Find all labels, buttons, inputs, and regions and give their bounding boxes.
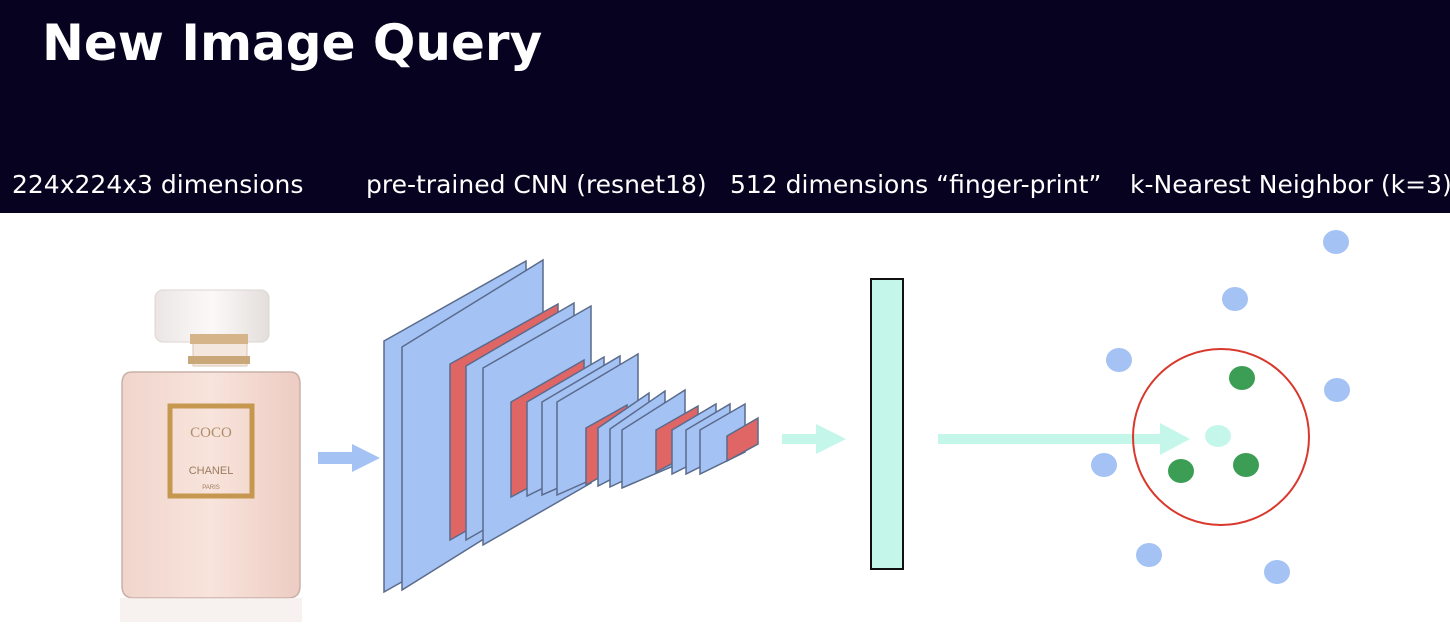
dataset-point <box>1106 348 1132 372</box>
nearest-neighbor-point <box>1168 459 1194 483</box>
dataset-point <box>1264 560 1290 584</box>
knn-radius-circle <box>1132 348 1310 526</box>
fingerprint-to-query-arrow <box>938 423 1190 455</box>
nearest-neighbor-point <box>1229 366 1255 390</box>
input-arrow <box>318 444 380 472</box>
fingerprint-vector <box>870 278 904 570</box>
dataset-point <box>1136 543 1162 567</box>
title-bar: New Image Query 224x224x3 dimensions pre… <box>0 0 1450 213</box>
nearest-neighbor-point <box>1233 453 1259 477</box>
knn-scatter <box>1091 230 1350 584</box>
cnn-label: pre-trained CNN (resnet18) <box>366 170 707 199</box>
perfume-bottle-image: COCO CHANEL PARIS <box>120 289 302 622</box>
perfume-label-chanel: CHANEL <box>189 465 234 477</box>
cnn-layers <box>383 258 759 594</box>
dataset-point <box>1222 287 1248 311</box>
dataset-point <box>1091 453 1117 477</box>
cnn-layer-18 <box>726 416 759 463</box>
perfume-label-coco: COCO <box>190 425 232 441</box>
cnn-to-fingerprint-arrow <box>782 424 846 454</box>
knn-label: k-Nearest Neighbor (k=3) <box>1130 170 1450 199</box>
page-title: New Image Query <box>42 14 543 72</box>
query-point <box>1205 425 1231 447</box>
input-dimensions-label: 224x224x3 dimensions <box>12 170 304 199</box>
perfume-label-paris: PARIS <box>202 485 220 491</box>
fingerprint-label: 512 dimensions “finger-print” <box>730 170 1102 199</box>
dataset-point <box>1323 230 1349 254</box>
dataset-point <box>1324 378 1350 402</box>
